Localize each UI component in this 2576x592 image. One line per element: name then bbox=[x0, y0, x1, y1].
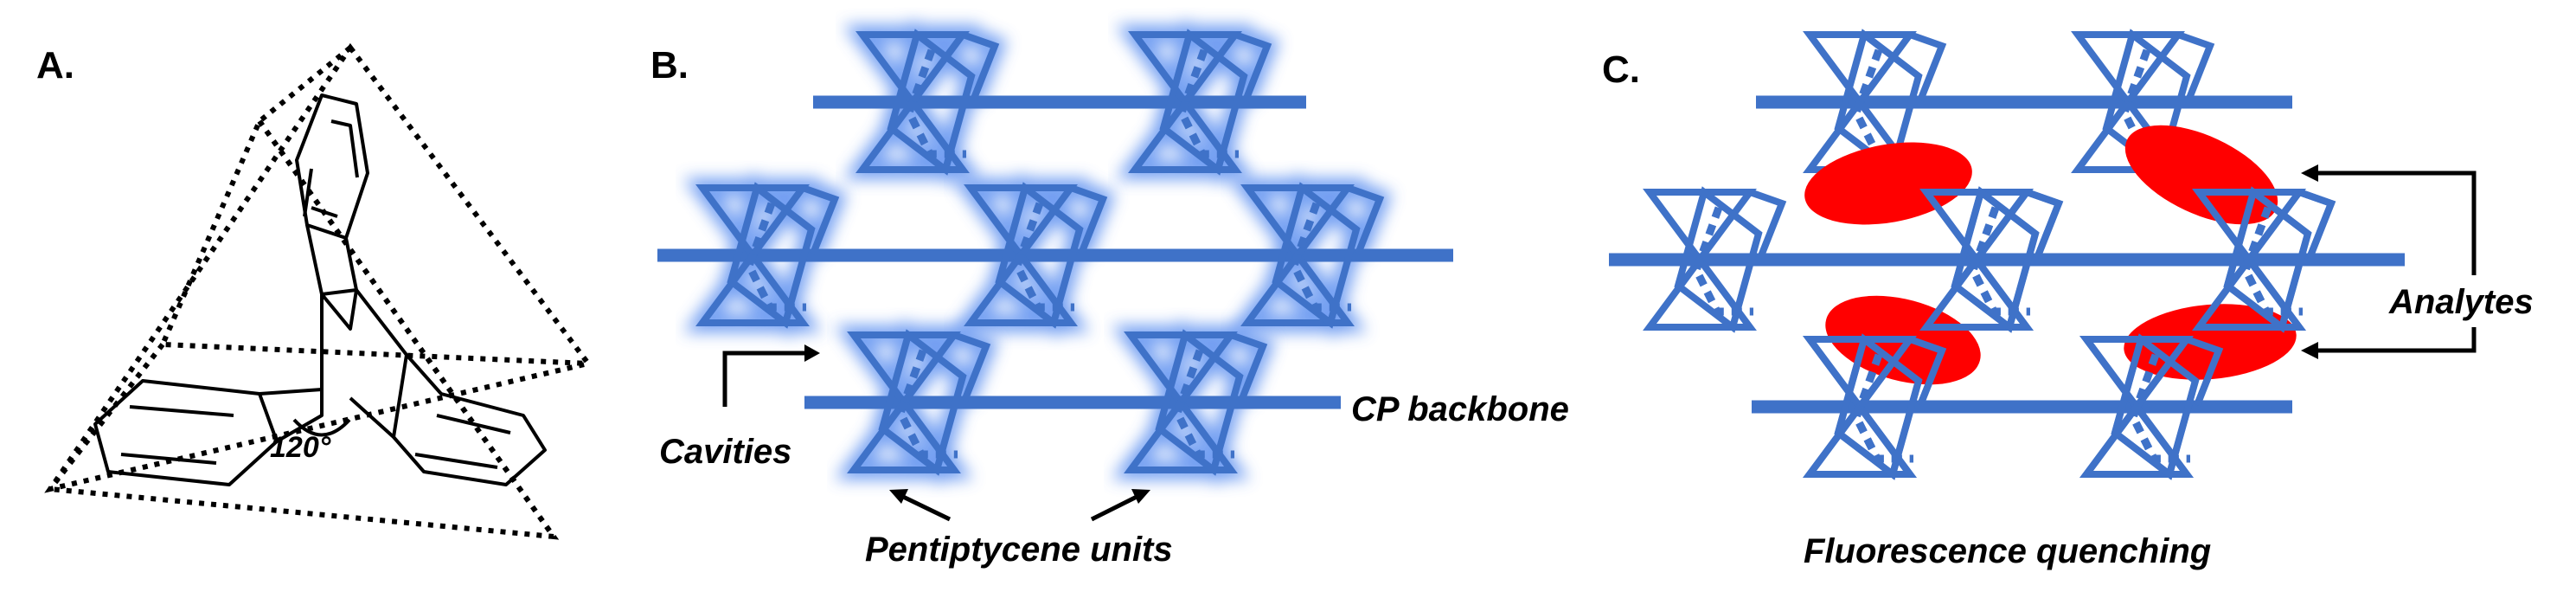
analyte-blob bbox=[2124, 125, 2278, 225]
analyte-blob bbox=[1804, 142, 1972, 225]
units-arrow-right bbox=[1090, 492, 1142, 522]
left-benzene-ring bbox=[93, 379, 324, 486]
panel-a: A. bbox=[36, 42, 593, 540]
analytes-arrowhead-top bbox=[2301, 164, 2318, 182]
analytes-arrow-top bbox=[2314, 171, 2477, 312]
panel-c: C. Analytes Fluorescence quenching bbox=[1602, 35, 2547, 570]
cavities-label: Cavities bbox=[659, 433, 791, 471]
panel-b: B. Cavities CP backbon bbox=[650, 35, 1569, 569]
units-arrowhead-right bbox=[1131, 489, 1150, 504]
analytes-label-bg bbox=[2383, 275, 2547, 327]
fluorescence-quenching-label: Fluorescence quenching bbox=[1804, 532, 2211, 570]
analytes-arrowhead-bottom bbox=[2301, 342, 2318, 359]
pentiptycene-label: Pentiptycene units bbox=[865, 531, 1173, 569]
analytes-label: Analytes bbox=[2388, 283, 2534, 321]
molecule-structure bbox=[44, 42, 593, 540]
angle-label: 120° bbox=[270, 431, 331, 464]
cavities-arrow bbox=[722, 351, 809, 407]
top-benzene-ring bbox=[295, 93, 369, 331]
right-benzene-ring bbox=[349, 288, 547, 486]
angle-arc bbox=[292, 418, 351, 437]
units-arrowhead-left bbox=[889, 489, 908, 504]
panel-c-label: C. bbox=[1602, 48, 1640, 91]
panel-b-label: B. bbox=[650, 44, 689, 87]
units-arrow-left bbox=[898, 492, 952, 522]
panel-a-label: A. bbox=[36, 44, 74, 87]
cavities-arrowhead bbox=[804, 344, 820, 362]
cp-backbone-label: CP backbone bbox=[1351, 390, 1569, 428]
